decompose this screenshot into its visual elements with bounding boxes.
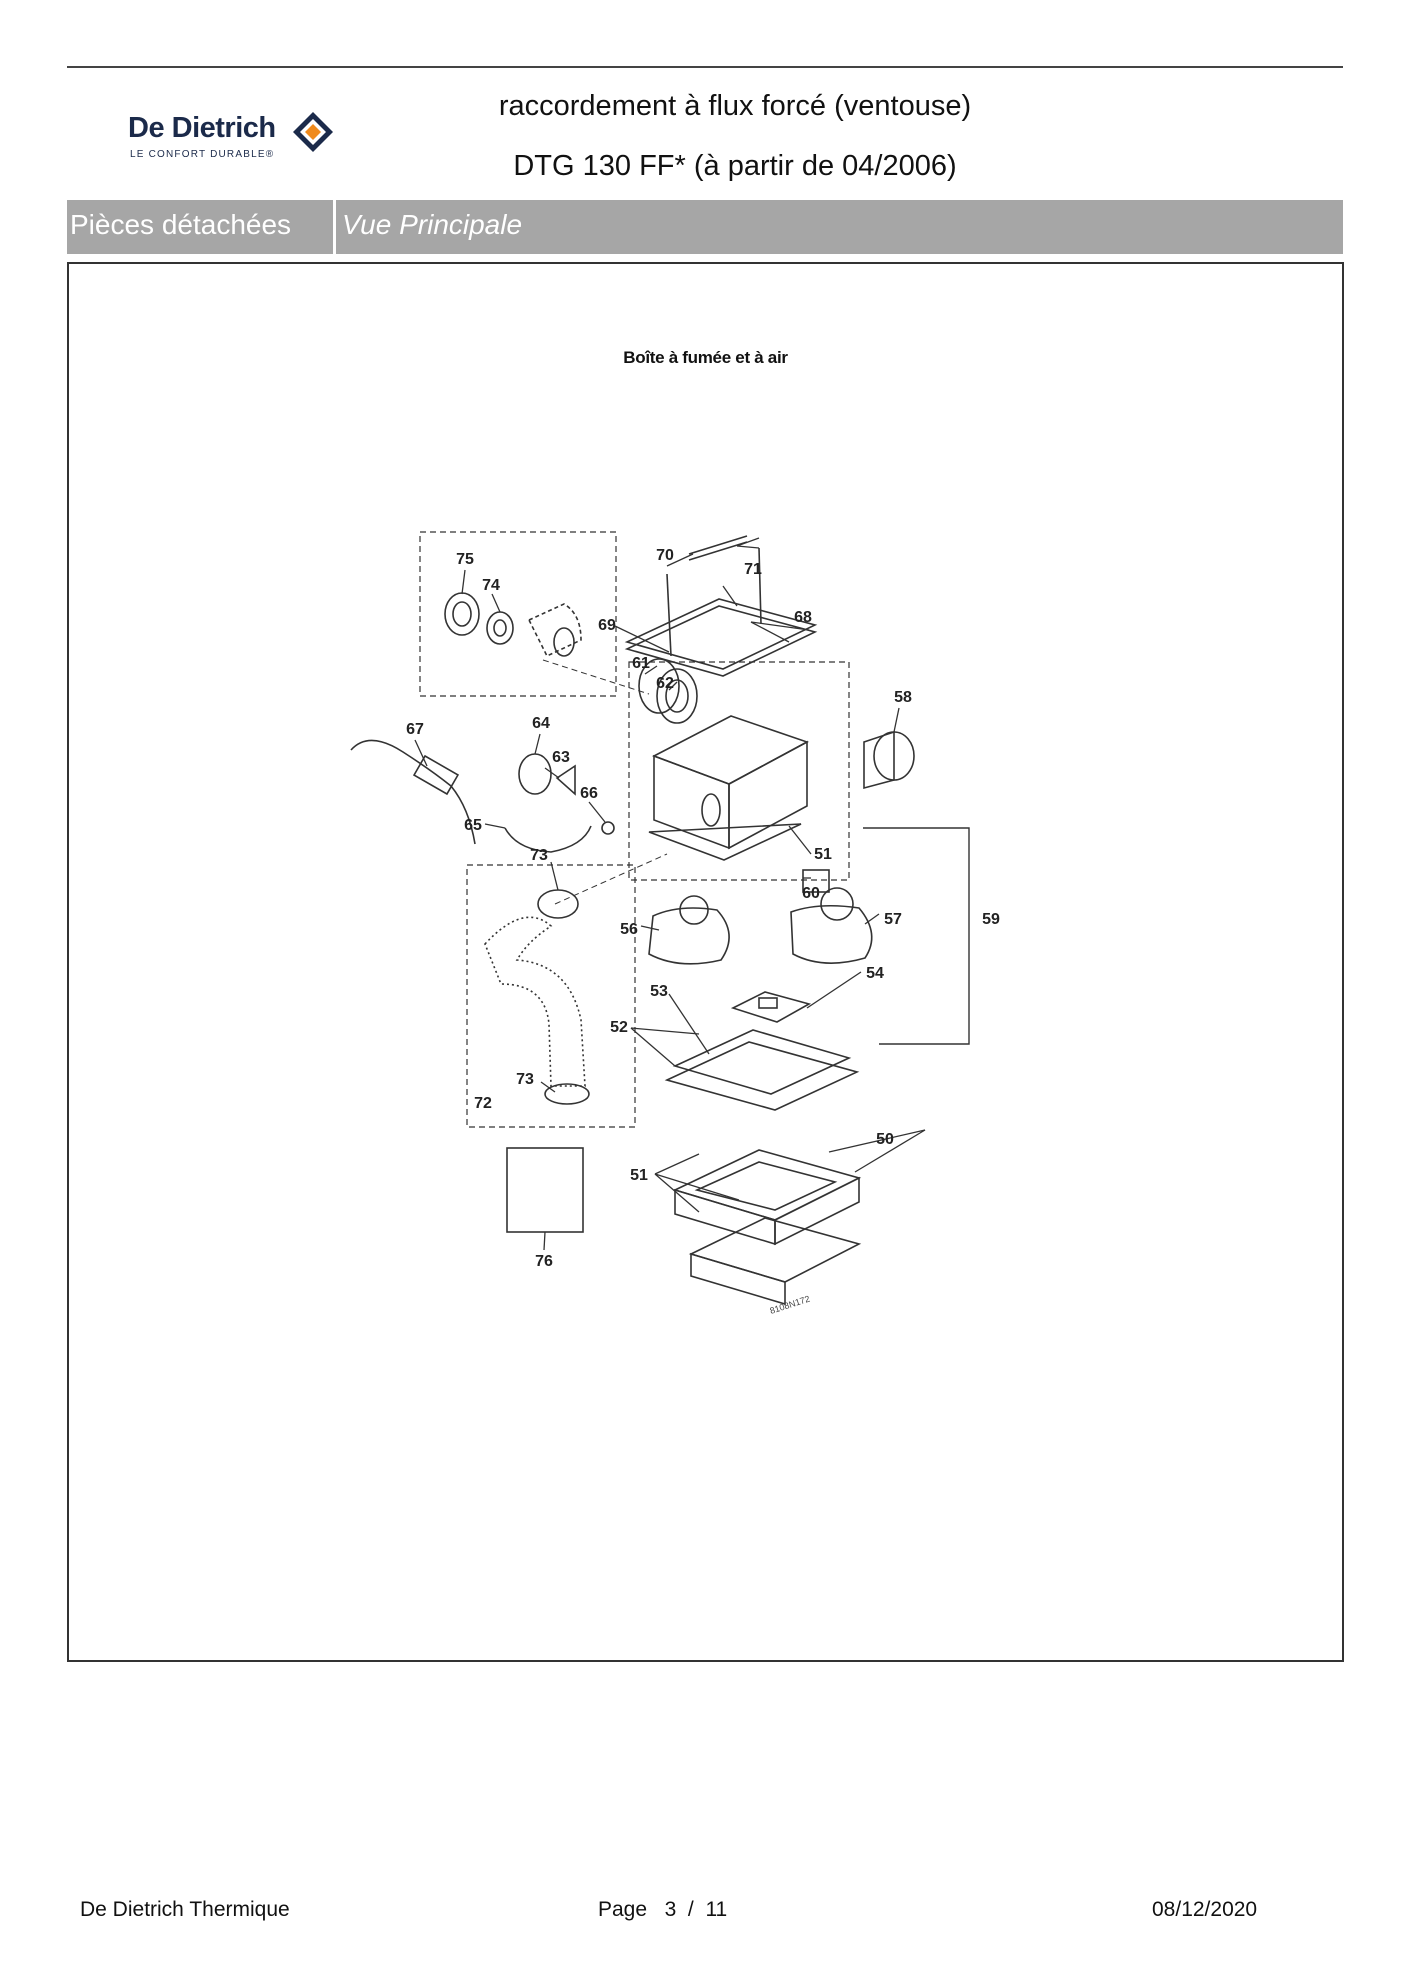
document-subtitle: DTG 130 FF* (à partir de 04/2006) — [513, 150, 957, 182]
brand-diamond-icon — [293, 112, 333, 152]
page-total: 11 — [705, 1898, 728, 1921]
diagram-title: Boîte à fumée et à air — [623, 348, 788, 367]
label-70: 70 — [656, 547, 674, 564]
part-60-plate — [802, 869, 830, 893]
part-67-harness — [350, 739, 476, 845]
part-61-gasket — [638, 658, 680, 714]
label-58: 58 — [894, 689, 912, 706]
label-72: 72 — [474, 1095, 492, 1112]
part-smoke-box — [652, 715, 809, 785]
section-bar: Pièces détachées Vue Principale — [67, 200, 1343, 254]
label-69: 69 — [598, 617, 616, 634]
part-73-clamp-bottom — [544, 1083, 590, 1105]
top-rule — [67, 66, 1343, 68]
part-flue-adaptor — [527, 603, 582, 658]
label-73-top: 73 — [530, 847, 548, 864]
part-57-fan — [790, 904, 873, 964]
part-73-clamp-top — [537, 889, 579, 919]
label-54: 54 — [866, 965, 884, 982]
label-63: 63 — [552, 749, 570, 766]
part-63-bracket — [555, 764, 576, 796]
label-53: 53 — [650, 983, 668, 1000]
group-box-flue — [419, 531, 617, 697]
part-64-pressure-switch — [518, 753, 552, 795]
drawing-stamp: 8108N172 — [769, 1294, 812, 1316]
page-current: 3 — [664, 1898, 677, 1921]
view-name: Vue Principale — [342, 209, 523, 240]
bar-divider — [333, 200, 336, 254]
label-60: 60 — [802, 885, 820, 902]
brand-tagline: LE CONFORT DURABLE® — [130, 149, 275, 160]
label-56: 56 — [620, 921, 638, 938]
label-57: 57 — [884, 911, 902, 928]
part-70-rod — [688, 535, 748, 555]
part-65-tube — [504, 825, 592, 853]
part-52-tray — [664, 1041, 860, 1111]
part-53-insulation — [672, 1029, 852, 1095]
label-76: 76 — [535, 1253, 553, 1270]
brand-logo: De Dietrich LE CONFORT DURABLE® — [128, 108, 358, 168]
label-68: 68 — [794, 609, 812, 626]
label-75: 75 — [456, 551, 474, 568]
part-hose — [484, 916, 586, 1087]
exploded-parts-diagram: 75 74 70 71 69 68 61 62 58 67 64 63 66 6… — [350, 531, 1000, 1316]
label-71: 71 — [744, 561, 762, 578]
label-67: 67 — [406, 721, 424, 738]
label-51-top: 51 — [814, 846, 832, 863]
label-66: 66 — [580, 785, 598, 802]
label-74: 74 — [482, 577, 500, 594]
footer-company: De Dietrich Thermique — [80, 1898, 290, 1921]
diagram-frame: Boîte à fumée et à air — [67, 262, 1344, 1662]
footer-pagination: Page 3 / 11 — [598, 1898, 727, 1922]
document-title: raccordement à flux forcé (ventouse) — [498, 90, 972, 122]
label-65: 65 — [464, 817, 482, 834]
group-box-hose — [466, 864, 636, 1128]
page-word: Page — [598, 1898, 648, 1921]
label-52: 52 — [610, 1019, 628, 1036]
part-76-pad — [506, 1147, 584, 1233]
part-68-plate — [624, 605, 818, 677]
part-62-gasket — [656, 668, 698, 724]
part-75-ring — [444, 592, 480, 636]
footer-date: 08/12/2020 — [1152, 1898, 1258, 1921]
label-51-bottom: 51 — [630, 1167, 648, 1184]
part-66-nipple — [601, 821, 615, 835]
label-62: 62 — [656, 675, 674, 692]
label-59: 59 — [982, 911, 1000, 928]
part-69-rod — [666, 573, 672, 657]
label-64: 64 — [532, 715, 550, 732]
part-74-ring — [486, 611, 514, 645]
label-73-bottom: 73 — [516, 1071, 534, 1088]
bracket-59 — [863, 827, 970, 1045]
part-54-cover — [730, 991, 812, 1023]
label-50: 50 — [876, 1131, 894, 1148]
label-61: 61 — [632, 655, 650, 672]
page-separator: / — [687, 1898, 694, 1921]
section-tab-spare-parts[interactable]: Pièces détachées — [70, 209, 292, 240]
part-50-frame — [672, 1149, 862, 1221]
part-56-fan — [648, 907, 730, 965]
brand-name: De Dietrich — [128, 112, 276, 144]
